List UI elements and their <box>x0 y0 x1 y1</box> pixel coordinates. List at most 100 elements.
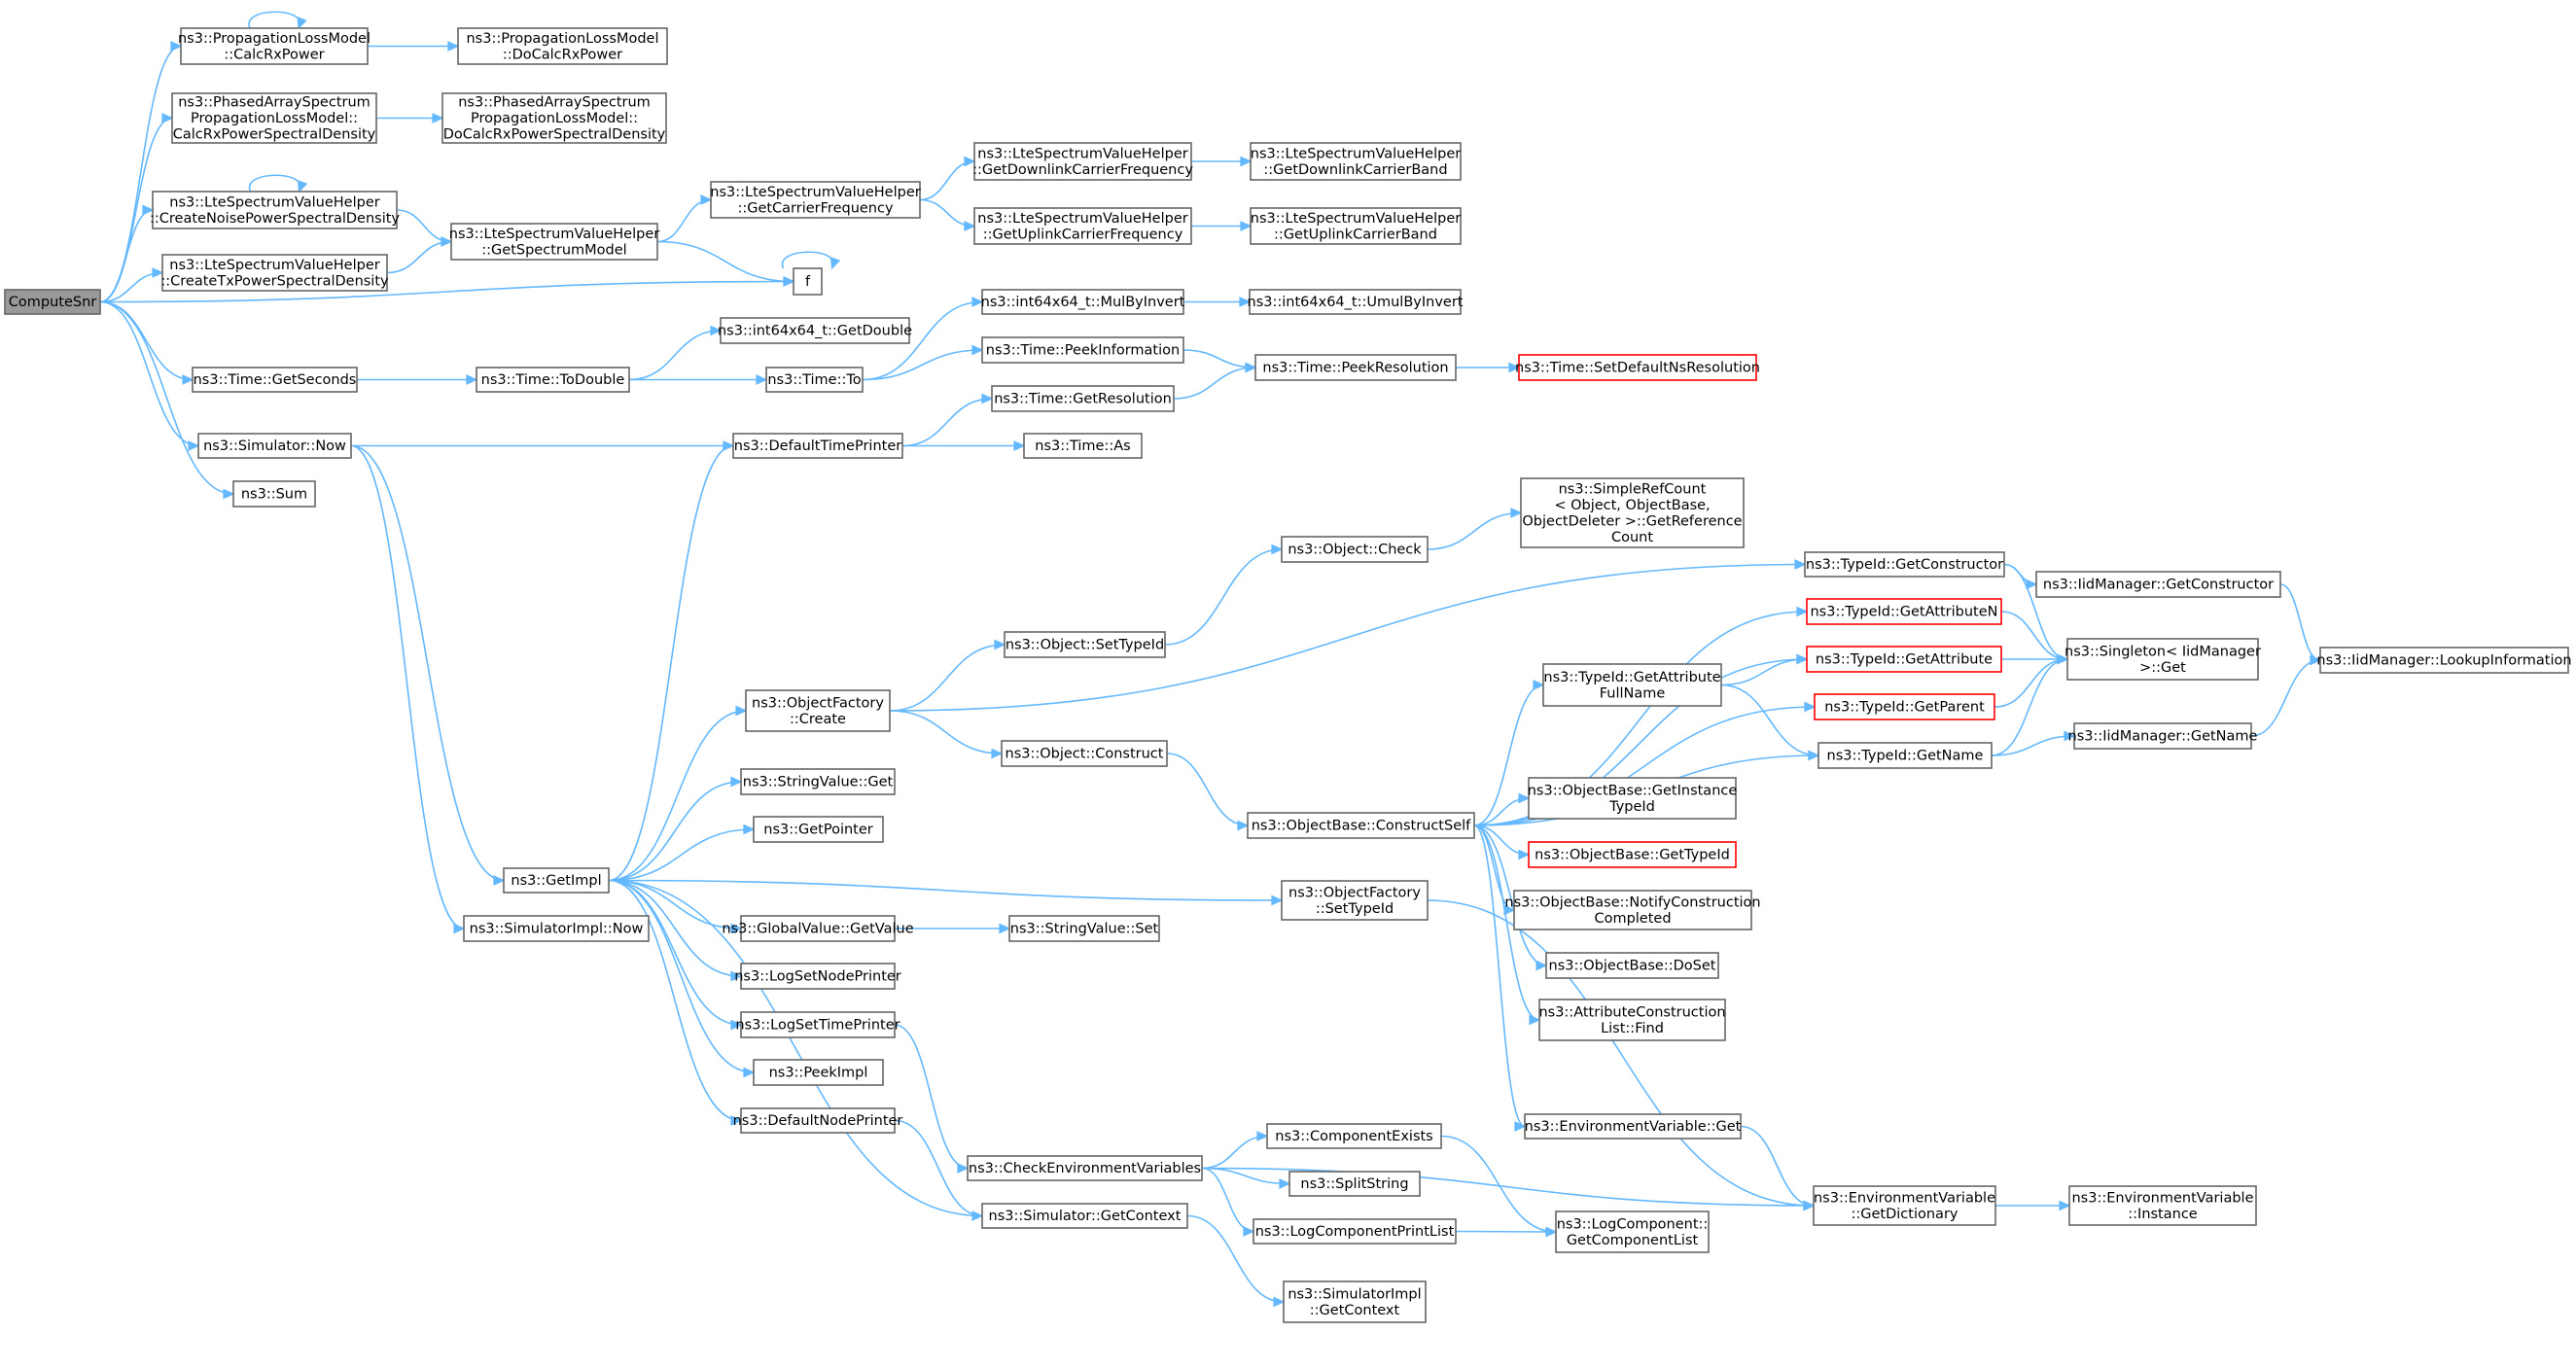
graph-node-n62[interactable]: ns3::CheckEnvironmentVariables <box>967 1155 1203 1181</box>
node-label: ns3::GetPointer <box>763 823 873 838</box>
graph-node-n12[interactable]: ns3::LteSpectrumValueHelper::CreateTxPow… <box>160 254 389 292</box>
graph-node-n31[interactable]: ns3::IidManager::GetConstructor <box>2035 571 2281 598</box>
graph-node-n60[interactable]: ns3::DefaultNodePrinter <box>733 1107 903 1134</box>
graph-node-n41[interactable]: ns3::TypeId::GetName <box>1817 742 1993 769</box>
node-box <box>745 689 891 732</box>
graph-node-n26[interactable]: ns3::Time::As <box>1023 433 1143 459</box>
graph-node-n63[interactable]: ns3::SplitString <box>1288 1171 1421 1197</box>
node-label: ns3::TypeId::GetParent <box>1824 700 1985 716</box>
graph-node-n32[interactable]: ns3::TypeId::GetAttributeN <box>1806 598 2002 625</box>
graph-node-n0[interactable]: ComputeSnr <box>4 289 101 315</box>
edge-n0-n5-arrowhead <box>142 204 155 216</box>
node-label: Completed <box>1594 911 1671 927</box>
graph-node-n7[interactable]: ns3::LteSpectrumValueHelper::GetCarrierF… <box>710 181 921 219</box>
graph-node-n59[interactable]: ns3::EnvironmentVariable::Get <box>1524 1113 1742 1140</box>
graph-node-n67[interactable]: ns3::LogComponentPrintList <box>1253 1218 1457 1245</box>
graph-node-n3[interactable]: ns3::PhasedArraySpectrumPropagationLossM… <box>171 92 377 144</box>
graph-node-n66[interactable]: ns3::Simulator::GetContext <box>981 1203 1188 1229</box>
node-label: ::SetTypeId <box>1316 901 1394 917</box>
graph-node-n35[interactable]: ns3::IidManager::LookupInformation <box>2316 647 2572 674</box>
graph-node-n21[interactable]: ns3::Time::PeekResolution <box>1254 354 1457 381</box>
edge-n18-n16-arrowhead <box>710 325 723 336</box>
graph-node-n11[interactable]: ns3::LteSpectrumValueHelper::GetUplinkCa… <box>1250 207 1462 245</box>
graph-node-n43[interactable]: ns3::StringValue::Get <box>740 768 896 795</box>
graph-node-n34[interactable]: ns3::Singleton< IidManager >::Get <box>2064 638 2261 681</box>
edge-n1-n2-arrowhead <box>447 41 460 52</box>
graph-node-n54[interactable]: ns3::ObjectBase::DoSet <box>1545 952 1719 979</box>
graph-node-n57[interactable]: ns3::LogSetTimePrinter <box>735 1011 900 1038</box>
edge-n6-n13 <box>656 240 794 283</box>
graph-node-n1[interactable]: ns3::PropagationLossModel::CalcRxPower <box>178 27 371 65</box>
graph-node-n37[interactable]: ns3::TypeId::GetAttribute <box>1806 646 2002 673</box>
edge-n1-n1 <box>248 11 300 29</box>
edge-n48-n46 <box>608 828 755 882</box>
node-label: ns3::Time::GetSeconds <box>194 372 357 388</box>
graph-node-n65[interactable]: ns3::EnvironmentVariable::Instance <box>2068 1185 2257 1226</box>
node-label: ns3::DefaultNodePrinter <box>733 1113 903 1129</box>
node-label: ::GetUplinkCarrierFrequency <box>983 227 1183 242</box>
graph-node-n6[interactable]: ns3::LteSpectrumValueHelper::GetSpectrum… <box>449 223 659 261</box>
graph-node-n5[interactable]: ns3::LteSpectrumValueHelper::CreateNoise… <box>150 191 400 229</box>
node-label: ns3::Time::ToDouble <box>481 372 625 388</box>
graph-node-n10[interactable]: ns3::LteSpectrumValueHelper::GetUplinkCa… <box>973 207 1192 245</box>
node-label: ::GetDownlinkCarrierFrequency <box>972 162 1193 178</box>
graph-node-n13[interactable]: f <box>793 267 823 296</box>
node-box <box>1250 142 1462 181</box>
graph-node-n42[interactable]: ns3::IidManager::GetName <box>2068 722 2258 750</box>
graph-node-n51[interactable]: ns3::SimulatorImpl::Now <box>463 915 650 942</box>
node-box <box>1542 663 1722 707</box>
graph-node-n9[interactable]: ns3::LteSpectrumValueHelper::GetDownlink… <box>1250 142 1462 181</box>
graph-node-n45[interactable]: ns3::ObjectBase::ConstructSelf <box>1247 812 1475 839</box>
graph-node-n58[interactable]: ns3::PeekImpl <box>753 1059 884 1086</box>
node-label: ns3::LogSetTimePrinter <box>735 1018 900 1034</box>
graph-node-n49[interactable]: ns3::ObjectFactory::SetTypeId <box>1281 880 1429 921</box>
graph-node-n30[interactable]: ns3::TypeId::GetConstructor <box>1804 551 2005 578</box>
graph-node-n39[interactable]: ns3::TypeId::GetParent <box>1814 693 1995 720</box>
graph-node-n64[interactable]: ns3::EnvironmentVariable::GetDictionary <box>1813 1185 1996 1226</box>
edge-n0-n12-arrowhead <box>152 267 164 278</box>
graph-node-n14[interactable]: ns3::int64x64_t::MulByInvert <box>981 289 1185 315</box>
graph-node-n50[interactable]: ns3::ObjectBase::NotifyConstructionCompl… <box>1504 890 1761 930</box>
node-label: ns3::ObjectBase::NotifyConstruction <box>1504 894 1760 910</box>
graph-node-n4[interactable]: ns3::PhasedArraySpectrumPropagationLossM… <box>441 92 667 144</box>
graph-node-n69[interactable]: ns3::SimulatorImpl::GetContext <box>1283 1280 1427 1323</box>
graph-node-n68[interactable]: ns3::LogComponent::GetComponentList <box>1555 1210 1710 1253</box>
graph-node-n52[interactable]: ns3::GlobalValue::GetValue <box>722 915 914 942</box>
graph-node-n55[interactable]: ns3::LogSetNodePrinter <box>734 963 901 990</box>
graph-node-n15[interactable]: ns3::int64x64_t::UmulByInvert <box>1248 289 1464 315</box>
graph-node-n40[interactable]: ns3::Object::Construct <box>1001 740 1168 767</box>
graph-node-n22[interactable]: ns3::Time::SetDefaultNsResolution <box>1515 354 1760 381</box>
graph-node-n19[interactable]: ns3::Time::To <box>765 367 864 393</box>
graph-node-n23[interactable]: ns3::Time::GetResolution <box>991 385 1175 412</box>
graph-node-n48[interactable]: ns3::GetImpl <box>503 867 610 894</box>
graph-node-n28[interactable]: ns3::SimpleRefCount< Object, ObjectBase,… <box>1520 477 1745 548</box>
edge-n48-n60-arrowhead <box>730 1115 743 1126</box>
graph-node-n16[interactable]: ns3::int64x64_t::GetDouble <box>718 317 912 344</box>
node-label: ns3::TypeId::GetName <box>1827 749 1984 764</box>
graph-node-n46[interactable]: ns3::GetPointer <box>753 816 884 843</box>
edge-n25-n26-arrowhead <box>1013 440 1026 451</box>
graph-node-n38[interactable]: ns3::ObjectFactory::Create <box>745 689 891 732</box>
graph-node-n33[interactable]: ns3::Object::SetTypeId <box>1004 631 1166 658</box>
graph-node-n24[interactable]: ns3::Simulator::Now <box>197 433 352 459</box>
node-label: ns3::EnvironmentVariable <box>2071 1190 2253 1206</box>
graph-node-n29[interactable]: ns3::Object::Check <box>1281 536 1429 563</box>
node-label: ns3::ObjectFactory <box>1288 885 1421 900</box>
graph-node-n25[interactable]: ns3::DefaultTimePrinter <box>732 433 903 459</box>
edge-n29-n28-arrowhead <box>1510 508 1523 518</box>
graph-node-n18[interactable]: ns3::Time::ToDouble <box>476 367 630 393</box>
edge-n38-n40 <box>889 710 1003 754</box>
graph-node-n27[interactable]: ns3::Sum <box>232 480 316 508</box>
graph-node-n47[interactable]: ns3::ObjectBase::GetTypeId <box>1528 841 1737 868</box>
graph-node-n20[interactable]: ns3::Time::PeekInformation <box>981 336 1184 364</box>
node-label: ns3::EnvironmentVariable::Get <box>1525 1119 1742 1135</box>
graph-node-n2[interactable]: ns3::PropagationLossModel::DoCalcRxPower <box>457 27 668 65</box>
graph-node-n8[interactable]: ns3::LteSpectrumValueHelper::GetDownlink… <box>972 142 1193 181</box>
graph-node-n17[interactable]: ns3::Time::GetSeconds <box>192 367 358 393</box>
node-box <box>710 181 921 219</box>
graph-node-n53[interactable]: ns3::StringValue::Set <box>1008 915 1160 942</box>
graph-node-n61[interactable]: ns3::ComponentExists <box>1266 1123 1442 1149</box>
